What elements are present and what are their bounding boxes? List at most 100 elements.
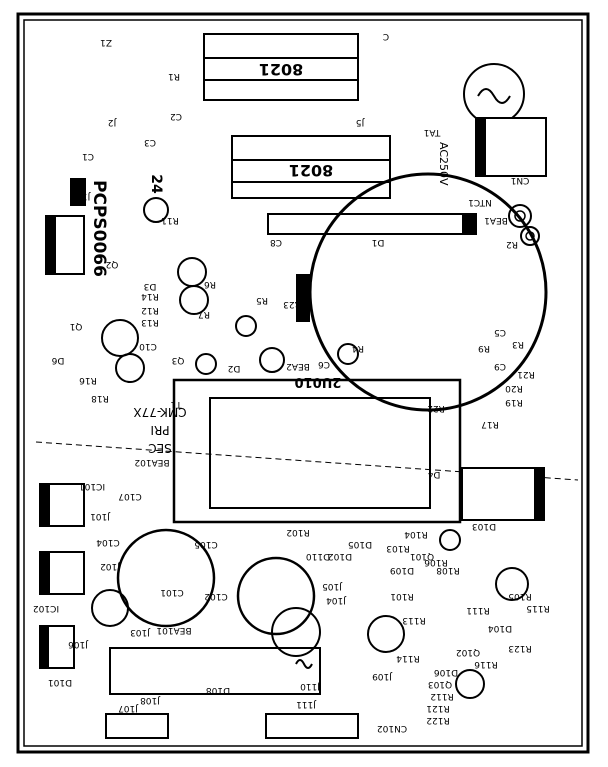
designator-d1: D1 [372, 237, 385, 247]
transformer-model-label: CMK-77X [133, 405, 186, 419]
designator-r21: R21 [517, 369, 535, 379]
connector-cn101 [105, 713, 169, 739]
sec-label: SEC [148, 441, 172, 455]
designator-r2: R2 [506, 239, 518, 249]
designator-c3: C3 [144, 137, 156, 147]
designator-d106: D106 [434, 667, 458, 677]
designator-r103: R103 [386, 543, 409, 553]
designator-c104: C104 [96, 537, 120, 547]
designator-d6: D6 [51, 355, 64, 365]
designator-d103: D103 [472, 521, 496, 531]
transformer-t1 [172, 378, 462, 524]
designator-r22: R22 [427, 403, 445, 413]
connector-cn102 [265, 713, 359, 739]
transformer-ta1 [475, 117, 547, 177]
designator-j107: J107 [118, 703, 139, 713]
designator-j5: J5 [356, 117, 365, 127]
inductor-j110 [109, 647, 321, 695]
designator-r121: R121 [426, 703, 449, 713]
designator-cn102: CN102 [377, 723, 407, 733]
designator-cn1: CN1 [511, 175, 530, 185]
outer-frame [16, 12, 590, 754]
designator-q103: Q103 [428, 679, 452, 689]
diode-d1 [267, 213, 477, 235]
designator-r9: R9 [478, 343, 490, 353]
designator-d105: D105 [348, 539, 372, 549]
capacitor-c101 [116, 528, 216, 628]
designator-r115: R115 [526, 603, 549, 613]
bea1-ring [508, 204, 532, 228]
designator-r104: R104 [404, 529, 428, 539]
designator-d4: D4 [427, 469, 440, 479]
designator-j105: J105 [322, 581, 343, 591]
designator-r17: R17 [481, 419, 499, 429]
designator-j1: J1 [82, 191, 91, 201]
designator-c9: C9 [494, 361, 506, 371]
designator-r16: R16 [79, 375, 97, 385]
designator-q3: Q3 [172, 355, 185, 365]
designator-r102: R102 [286, 527, 309, 537]
designator-q1: Q1 [70, 321, 83, 331]
designator-ta1: TA1 [424, 127, 442, 137]
designator-c10: C10 [139, 341, 157, 351]
designator-d102: D102 [328, 551, 352, 561]
designator-r12: R12 [141, 305, 159, 315]
designator-r13: R13 [141, 317, 159, 327]
capacitor-c102 [236, 556, 316, 636]
designator-j2: J2 [108, 117, 117, 127]
designator-r6: R6 [204, 279, 216, 289]
designator-c: C [383, 31, 389, 41]
designator-q2: Q2 [106, 259, 119, 269]
designator-r23: R23 [283, 299, 301, 309]
designator-r116: R116 [474, 659, 498, 669]
designator-q101: Q101 [410, 551, 434, 561]
connector-j1 [70, 178, 86, 206]
designator-c1: C1 [82, 151, 94, 161]
designator-q102: Q102 [456, 647, 480, 657]
designator-r11: R11 [161, 215, 179, 225]
designator-r3: R3 [512, 339, 524, 349]
designator-r105: R105 [508, 591, 531, 601]
designator-j104: J104 [326, 595, 347, 605]
part-number: PCPS0066 [89, 180, 109, 277]
designator-bea2: BEA2 [286, 361, 310, 371]
designator-r14: R14 [141, 291, 159, 301]
ac-rating-label: AC250V [437, 142, 450, 186]
designator-j103: J103 [130, 627, 151, 637]
designator-d3: D3 [144, 281, 157, 291]
designator-ic102: IC102 [33, 603, 59, 613]
designator-r7: R7 [198, 309, 210, 319]
inner-frame [23, 19, 583, 747]
designator-j106: J106 [68, 639, 89, 649]
designator-j110: J110 [300, 681, 321, 691]
designator-r123: R123 [508, 643, 531, 653]
designator-bea1: BEA1 [484, 215, 508, 225]
designator-c5: C5 [494, 327, 506, 337]
revision: 24 [148, 174, 164, 194]
designator-c6: C6 [318, 359, 330, 369]
designator-r122: R122 [426, 715, 449, 725]
designator-bea101: BEA101 [156, 625, 191, 635]
relay-k2-label: 8021 [289, 161, 334, 180]
designator-r111: R111 [466, 605, 489, 615]
designator-z1: Z1 [100, 37, 112, 47]
transformer-core-label: 2U010 [295, 374, 342, 389]
designator-r20: R20 [505, 383, 523, 393]
designator-c102: C102 [204, 591, 227, 601]
designator-r19: R19 [505, 397, 523, 407]
relay-k1-label: 8021 [259, 60, 304, 79]
designator-d110: D110 [306, 551, 330, 561]
designator-c8: C8 [270, 237, 282, 247]
designator-d101: D101 [48, 677, 72, 687]
designator-d109: D109 [390, 565, 414, 575]
designator-r113: R113 [402, 615, 425, 625]
designator-c2: C2 [170, 111, 182, 121]
designator-r106: R106 [424, 557, 448, 567]
designator-r5: R5 [256, 295, 268, 305]
designator-ntc1: NTC1 [468, 197, 492, 207]
designator-c107: C107 [118, 491, 141, 501]
designator-r4: R4 [352, 343, 364, 353]
pri-label: PRI [150, 423, 169, 437]
designator-c101: C101 [160, 587, 183, 597]
